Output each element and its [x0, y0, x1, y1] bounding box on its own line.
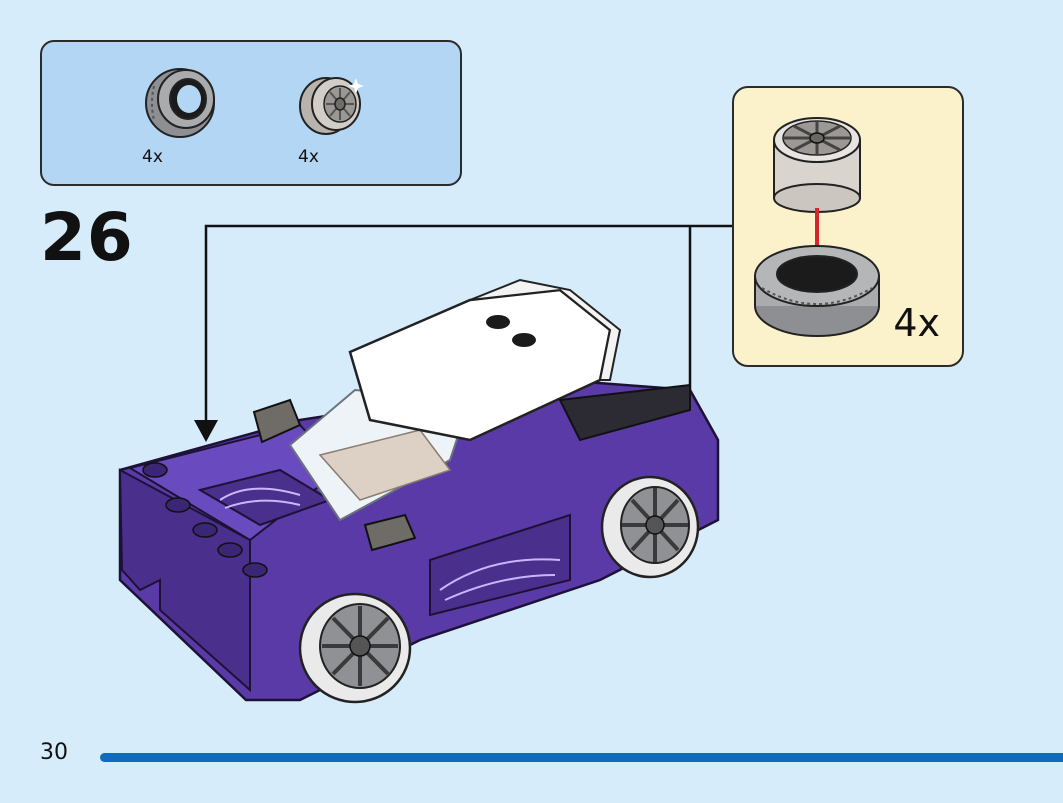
tire-icon — [142, 66, 222, 140]
parts-list-panel: 4x 4x — [40, 40, 462, 186]
callout-quantity: 4x — [893, 301, 940, 345]
rim-quantity: 4x — [298, 147, 319, 167]
wheel-assembly-illustration — [754, 117, 880, 337]
car-model — [118, 278, 720, 704]
progress-bar — [100, 753, 1063, 762]
rim-icon — [773, 117, 861, 213]
step-number: 26 — [40, 199, 134, 276]
sub-assembly-callout: 4x — [732, 86, 964, 367]
tire-icon — [754, 245, 880, 337]
rim-icon — [296, 72, 370, 138]
tire-quantity: 4x — [142, 147, 163, 167]
progress-bar-fill — [100, 753, 1063, 762]
page-number: 30 — [40, 740, 68, 765]
